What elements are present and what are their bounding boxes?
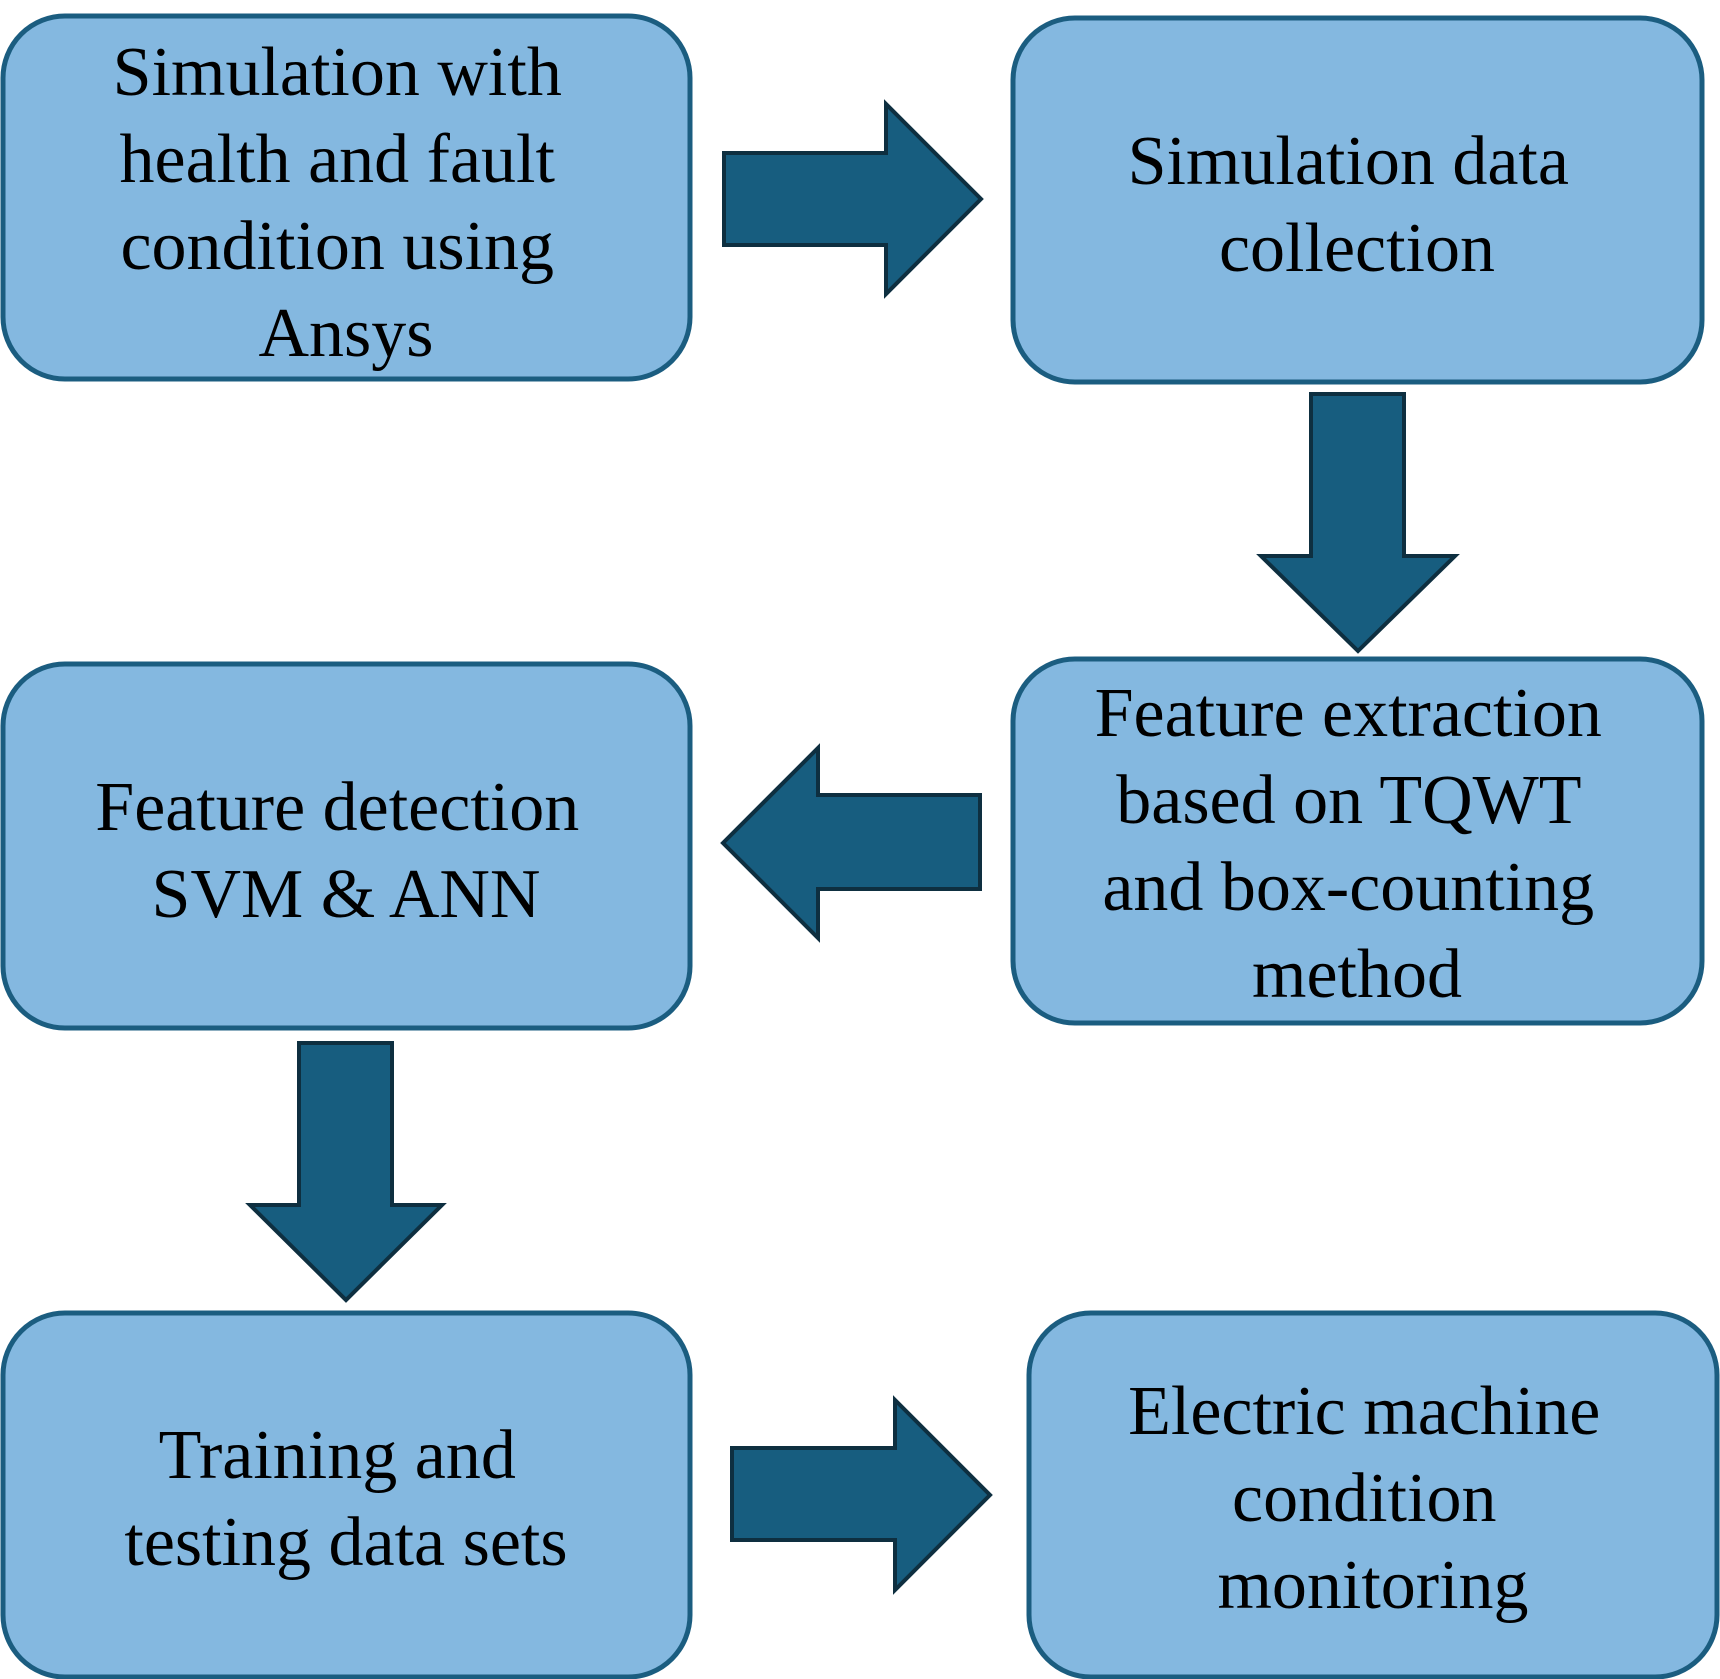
box-feature-detection-line-2: SVM & ANN [152, 856, 541, 933]
box-feature-detection: Feature detection SVM & ANN [0, 661, 693, 1031]
box-condition-monitoring-text: Electric machine condition monitoring [1128, 1373, 1618, 1624]
box-simulation: Simulation with health and fault conditi… [0, 13, 693, 382]
arrow-right-2 [730, 1395, 993, 1595]
box-training-testing-line-1: Training and [159, 1417, 516, 1494]
box-training-testing-shape [0, 1310, 693, 1679]
box-feature-extraction-line-3: and box-counting [1102, 849, 1594, 926]
box-feature-extraction-line-4: method [1252, 936, 1462, 1013]
box-feature-extraction-line-1: Feature extraction [1095, 675, 1602, 752]
box-feature-extraction-shape [1010, 656, 1705, 1026]
arrow-down-2 [245, 1041, 447, 1303]
arrow-down-1 [1256, 392, 1460, 654]
box-simulation-line-2: health and fault [120, 121, 556, 198]
box-data-collection-line-1: Simulation data [1128, 123, 1569, 200]
box-condition-monitoring-shape [1026, 1310, 1720, 1679]
box-data-collection-text: Simulation data collection [1128, 123, 1587, 287]
box-simulation-shape [0, 13, 693, 382]
box-feature-detection-text: Feature detection SVM & ANN [95, 769, 596, 933]
box-condition-monitoring-line-1: Electric machine [1128, 1373, 1600, 1450]
box-feature-extraction-text: Feature extraction based on TQWT and box… [1095, 675, 1620, 1013]
box-simulation-line-3: condition using [120, 208, 554, 285]
box-simulation-text: Simulation with health and fault conditi… [113, 34, 580, 372]
arrow-right-1 [722, 99, 984, 299]
box-condition-monitoring-line-3: monitoring [1217, 1547, 1528, 1624]
box-feature-detection-line-1: Feature detection [95, 769, 579, 846]
box-feature-extraction: Feature extraction based on TQWT and box… [1010, 656, 1705, 1026]
box-data-collection-shape [1010, 15, 1705, 385]
box-simulation-line-4: Ansys [258, 295, 433, 372]
box-training-testing-line-2: testing data sets [124, 1504, 567, 1581]
box-simulation-line-1: Simulation with [113, 34, 562, 111]
box-training-testing-text: Training and testing data sets [124, 1417, 567, 1581]
box-data-collection-line-2: collection [1219, 210, 1495, 287]
box-condition-monitoring: Electric machine condition monitoring [1026, 1310, 1720, 1679]
box-feature-extraction-line-2: based on TQWT [1116, 762, 1580, 839]
box-training-testing: Training and testing data sets [0, 1310, 693, 1679]
arrow-left-1 [720, 743, 982, 943]
box-feature-detection-shape [0, 661, 693, 1031]
box-data-collection: Simulation data collection [1010, 15, 1705, 385]
box-condition-monitoring-line-2: condition [1232, 1460, 1496, 1537]
